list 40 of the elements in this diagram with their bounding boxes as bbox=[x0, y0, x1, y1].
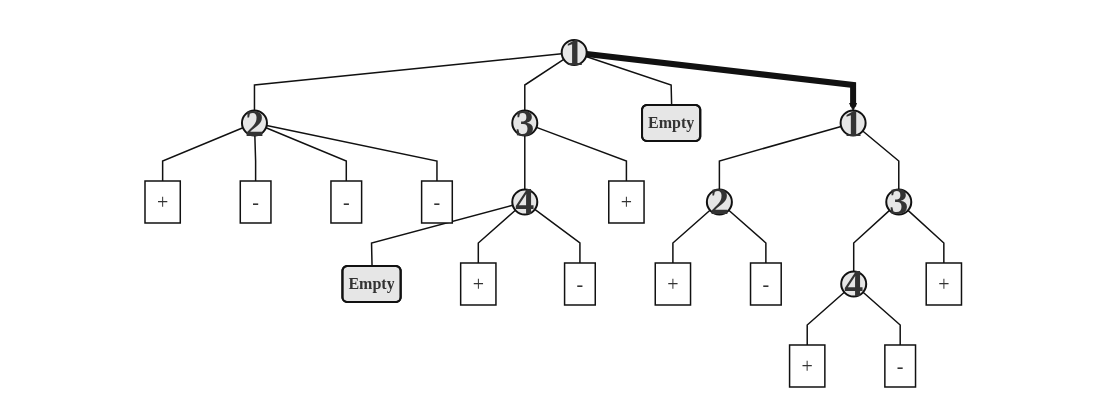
node-box: + bbox=[607, 180, 645, 224]
connector bbox=[253, 134, 257, 182]
connector bbox=[523, 134, 526, 191]
node-box: + bbox=[788, 344, 826, 388]
connector bbox=[718, 125, 842, 191]
node-box: - bbox=[420, 180, 453, 224]
node-box: + bbox=[925, 262, 962, 306]
connector bbox=[253, 53, 563, 112]
connector bbox=[907, 209, 945, 264]
node-circle: 1 bbox=[560, 39, 588, 66]
connector bbox=[671, 209, 711, 264]
node-circle: 2 bbox=[705, 188, 733, 216]
connector bbox=[585, 55, 673, 107]
connector bbox=[852, 209, 891, 273]
node-box: - bbox=[883, 344, 917, 388]
node-box: + bbox=[654, 262, 692, 306]
connector bbox=[477, 209, 516, 264]
connector bbox=[523, 58, 565, 112]
connector bbox=[535, 126, 627, 182]
connector bbox=[862, 291, 901, 346]
node-circle: 3 bbox=[511, 109, 539, 137]
connector bbox=[861, 130, 900, 191]
connector bbox=[161, 127, 244, 182]
connector bbox=[806, 291, 845, 346]
node-circle: 3 bbox=[885, 188, 912, 216]
node-box: - bbox=[563, 262, 596, 306]
node-box: - bbox=[749, 262, 782, 306]
node-box: - bbox=[239, 180, 272, 224]
node-box: + bbox=[144, 180, 181, 224]
connector bbox=[533, 208, 581, 264]
node-box: + bbox=[459, 262, 497, 306]
connector bbox=[265, 127, 347, 182]
arrow bbox=[586, 50, 858, 111]
node-circle: 4 bbox=[511, 188, 539, 216]
node-box: - bbox=[329, 180, 363, 224]
node-circle: 1 bbox=[839, 109, 867, 137]
connector bbox=[727, 209, 767, 264]
connector bbox=[265, 124, 438, 182]
connector bbox=[370, 204, 514, 268]
node-circle: 4 bbox=[839, 270, 867, 298]
